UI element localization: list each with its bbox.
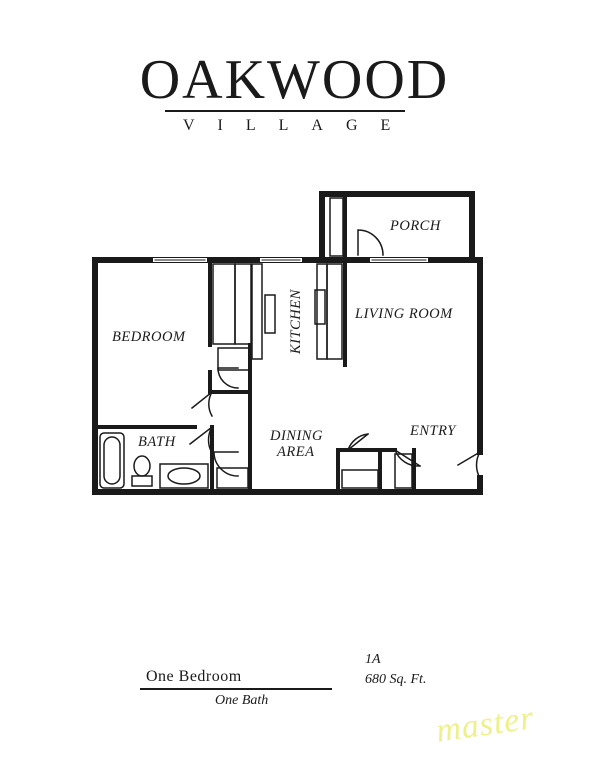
closet-shelves bbox=[216, 197, 413, 489]
brand-subtitle: VILLAGE bbox=[183, 117, 414, 134]
living-room-label: LIVING ROOM bbox=[354, 306, 453, 322]
unit-code: 1A bbox=[365, 652, 381, 667]
unit-underline bbox=[140, 688, 332, 690]
unit-area: 680 Sq. Ft. bbox=[365, 672, 427, 687]
unit-baths: One Bath bbox=[215, 693, 269, 708]
unit-type: One Bedroom bbox=[146, 668, 242, 685]
bath-fixtures bbox=[99, 432, 209, 489]
dining-label-line2: AREA bbox=[276, 444, 314, 460]
interior-walls bbox=[93, 192, 416, 492]
brand-underline bbox=[165, 110, 405, 112]
kitchen-label: KITCHEN bbox=[288, 288, 304, 355]
door-swings bbox=[188, 229, 482, 480]
brand-title: OAKWOOD bbox=[139, 49, 450, 111]
kitchen-counters bbox=[212, 263, 343, 371]
bedroom-label: BEDROOM bbox=[112, 329, 186, 345]
dining-label-line1: DINING bbox=[269, 428, 323, 444]
porch-label: PORCH bbox=[389, 218, 442, 234]
bath-label: BATH bbox=[138, 434, 177, 450]
entry-label: ENTRY bbox=[409, 423, 457, 439]
